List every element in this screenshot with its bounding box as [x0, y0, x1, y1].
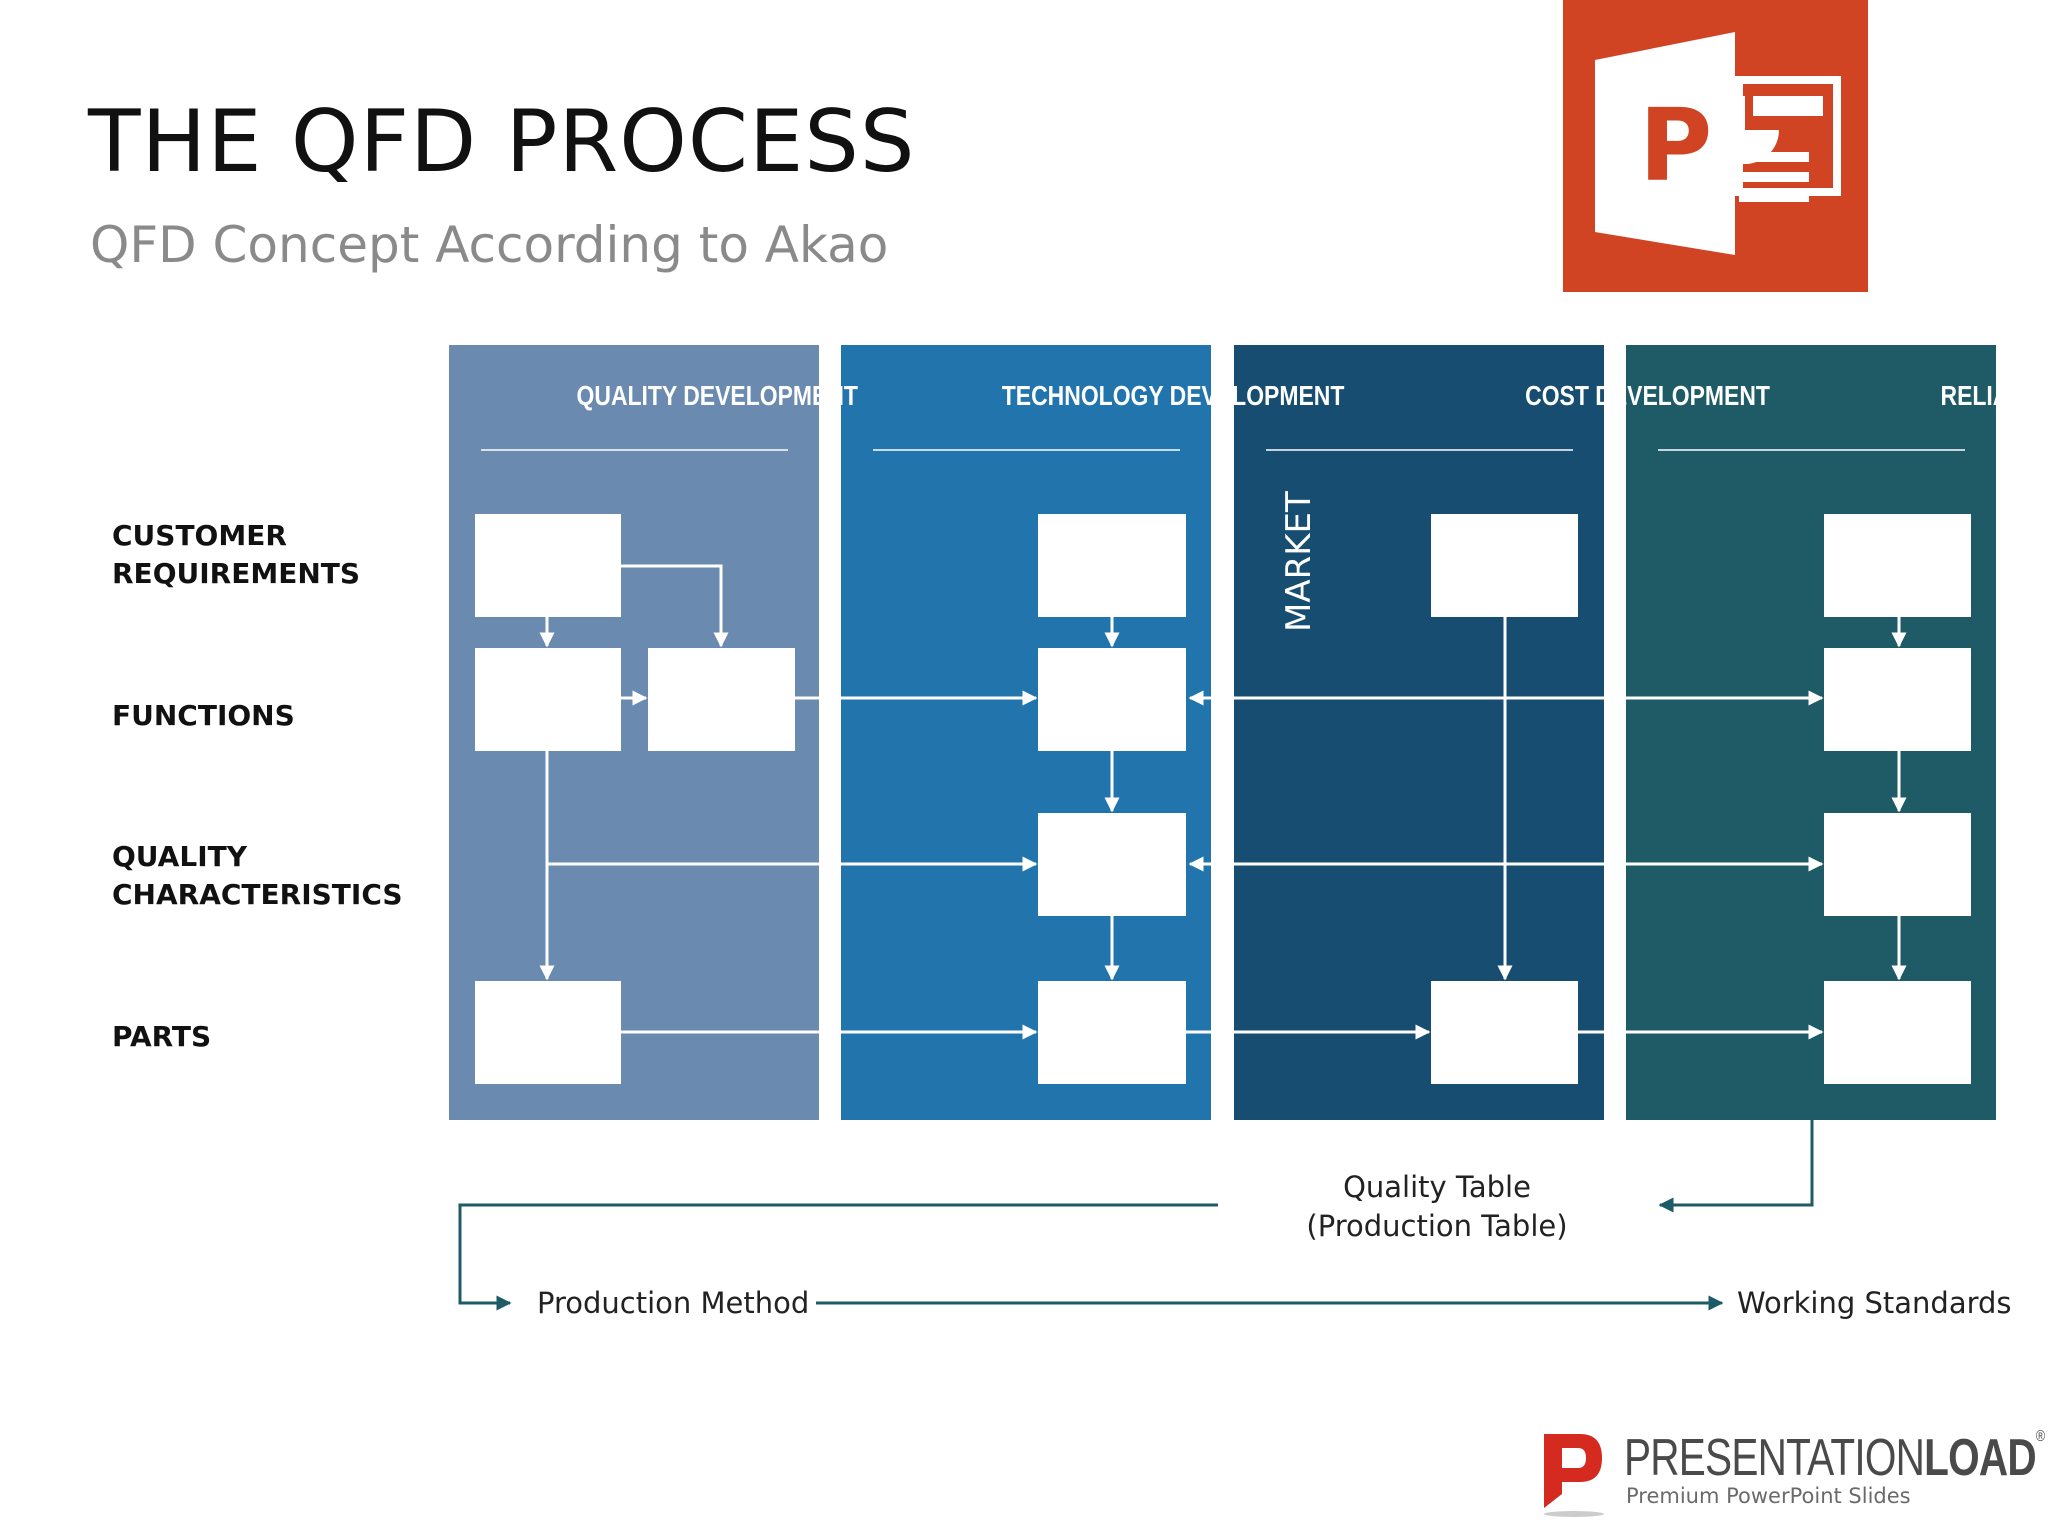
qfd-box: [475, 981, 621, 1084]
powerpoint-icon: P: [1563, 0, 1868, 292]
qfd-box: [1824, 981, 1971, 1084]
market-label: MARKET: [1279, 491, 1319, 632]
qfd-box: [1038, 813, 1186, 916]
quality-table-label: Quality Table: [1343, 1170, 1531, 1204]
qfd-box: [1038, 648, 1186, 751]
row-label-quality-characteristics: QUALITY CHARACTERISTICS: [112, 840, 403, 911]
column-header-technology-development: TECHNOLOGY DEVELOPMENT: [1002, 381, 1345, 412]
brand-logo: PRESENTATIONLOAD® Premium PowerPoint Sli…: [1538, 1428, 2045, 1524]
qfd-box: [475, 514, 621, 617]
column-header-reliability-development: RELIABILITY DEVELOPMENT: [1941, 381, 2048, 412]
production-method-label: Production Method: [537, 1286, 809, 1320]
page-subtitle: QFD Concept According to Akao: [90, 216, 889, 274]
brand-registered-mark: ®: [2035, 1428, 2045, 1445]
qfd-box: [1431, 981, 1578, 1084]
page-title: THE QFD PROCESS: [88, 92, 916, 192]
qfd-box: [1824, 514, 1971, 617]
row-label-parts: PARTS: [112, 1020, 212, 1053]
flow-line-to-production-method: [458, 1203, 1218, 1311]
brand-tagline: Premium PowerPoint Slides: [1626, 1484, 1911, 1508]
qfd-box: [1824, 813, 1971, 916]
qfd-box: [1431, 514, 1578, 617]
flow-line-to-quality-table: [1658, 1120, 1814, 1213]
powerpoint-icon-letter: P: [1639, 87, 1712, 204]
connector: [621, 564, 729, 648]
qfd-box: [1038, 514, 1186, 617]
production-table-label: (Production Table): [1306, 1209, 1567, 1243]
working-standards-label: Working Standards: [1737, 1286, 2012, 1320]
row-label-customer-requirements: CUSTOMER REQUIREMENTS: [112, 519, 361, 590]
qfd-box: [1824, 648, 1971, 751]
qfd-box: [1038, 981, 1186, 1084]
row-label-functions: FUNCTIONS: [112, 699, 295, 732]
column-header-quality-development: QUALITY DEVELOPMENT: [577, 381, 859, 412]
brand-logo-icon: [1544, 1434, 1604, 1517]
column-header-cost-development: COST DEVELOPMENT: [1525, 381, 1770, 412]
qfd-box: [648, 648, 795, 751]
qfd-box: [475, 648, 621, 751]
brand-name-bold: LOAD: [1924, 1429, 2037, 1487]
brand-name-light: PRESENTATION: [1624, 1429, 1925, 1487]
